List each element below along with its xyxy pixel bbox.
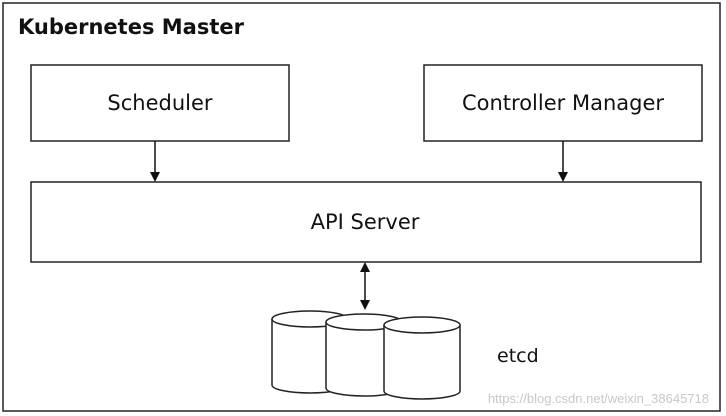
controller-manager-label: Controller Manager (462, 91, 664, 115)
etcd-cylinder-2 (325, 313, 403, 397)
scheduler-label: Scheduler (107, 91, 212, 115)
api-server-box (30, 181, 702, 263)
scheduler-box (30, 64, 290, 142)
master-title: Kubernetes Master (18, 15, 245, 39)
etcd-label: etcd (497, 345, 539, 367)
watermark-text: https://blog.csdn.net/weixin_38645718 (488, 391, 709, 406)
etcd-database-icon (271, 310, 461, 400)
controller-manager-box (423, 64, 703, 142)
api-server-label: API Server (311, 210, 420, 234)
etcd-cylinder-3 (383, 316, 461, 400)
